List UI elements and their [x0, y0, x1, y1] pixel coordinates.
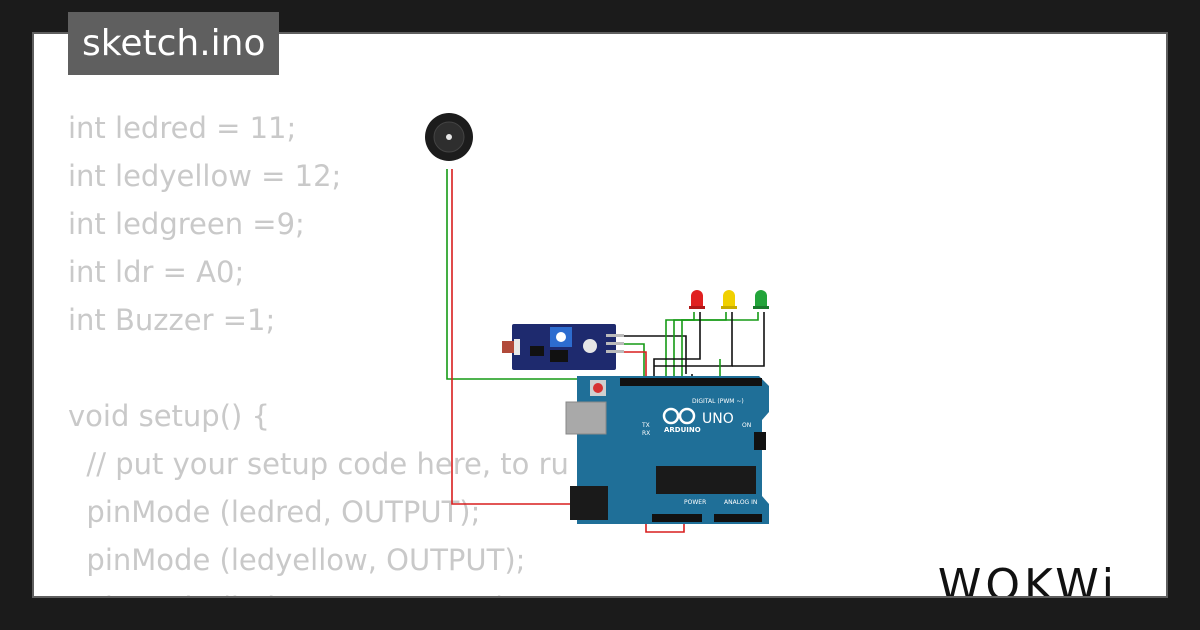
reset-button [593, 383, 603, 393]
board-rx: RX [642, 430, 650, 437]
analog-header [714, 514, 762, 522]
led-yellow[interactable] [721, 290, 737, 309]
code-line: int ledyellow = 12; [68, 159, 342, 193]
usb-port [565, 401, 607, 435]
wire-ldr-black [624, 335, 687, 374]
wire-led-red [665, 312, 695, 379]
led-green[interactable] [753, 290, 769, 309]
ldr-module[interactable] [502, 324, 624, 370]
buzzer[interactable] [425, 113, 473, 161]
code-line: int Buzzer =1; [68, 303, 276, 337]
digital-header [620, 378, 762, 386]
board-digital-label: DIGITAL (PWM ~) [692, 398, 744, 405]
code-line: // put your setup code here, to ru [68, 447, 569, 481]
wire-ldr-green [624, 343, 645, 382]
board-on: ON [742, 422, 751, 429]
file-tab-sketch[interactable]: sketch.ino [68, 12, 280, 75]
power-header [652, 514, 702, 522]
code-line: pinMode (ledyellow, OUTPUT); [68, 543, 526, 577]
atmega-chip [656, 466, 756, 494]
code-line: int ldr = A0; [68, 255, 245, 289]
wire-ldr-red [624, 351, 685, 533]
preview-card: int ledred = 11; int ledyellow = 12; int l… [32, 32, 1168, 598]
wokwi-logo: WOKWi [937, 560, 1118, 598]
led-red[interactable] [689, 290, 705, 309]
board-brand: ARDUINO [664, 426, 701, 434]
board-tx: TX [641, 422, 650, 429]
wire-led-red-gnd [653, 312, 701, 379]
code-line: pinMode (ledred, OUTPUT); [68, 495, 481, 529]
code-line: int ledred = 11; [68, 111, 297, 145]
board-power-label: POWER [684, 499, 706, 506]
wire-led-green [681, 312, 759, 379]
wire-led-green-gnd [732, 312, 765, 367]
circuit-diagram[interactable]: DIGITAL (PWM ~) ARDUINO UNO TX RX ON POW… [34, 34, 1168, 598]
wire-buzzer-green [446, 169, 604, 380]
power-jack [570, 486, 608, 520]
arduino-uno-board[interactable]: DIGITAL (PWM ~) ARDUINO UNO TX RX ON POW… [565, 376, 769, 524]
code-line: void setup() { [68, 399, 270, 433]
board-analog-label: ANALOG IN [724, 499, 757, 506]
board-model: UNO [702, 411, 734, 427]
code-editor[interactable]: int ledred = 11; int ledyellow = 12; int l… [68, 104, 569, 596]
code-line: pinMode (ledgreen, OUTPUT); [68, 584, 569, 596]
code-line: int ledgreen =9; [68, 207, 305, 241]
